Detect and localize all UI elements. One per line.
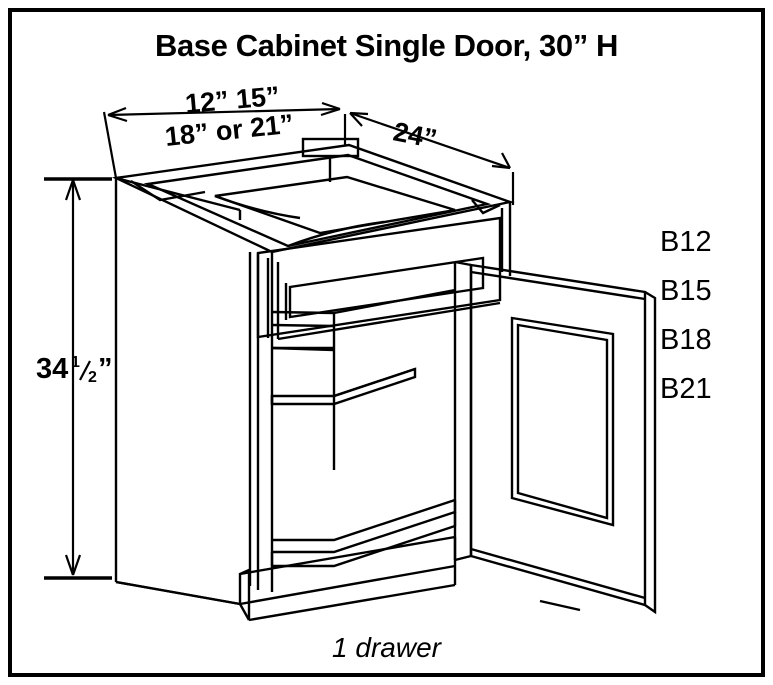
door-edge-thickness — [644, 290, 657, 615]
dim-depth-arrow-left — [349, 111, 369, 127]
dim-depth-arrow-right — [491, 152, 511, 170]
cabinet-door — [469, 263, 657, 615]
dim-width-arrow-right — [320, 101, 341, 117]
interior-shelf — [270, 367, 417, 406]
drawing-caption: 1 drawer — [332, 632, 441, 663]
dim-width-ext-left — [102, 111, 118, 179]
dim-depth-label: 24” — [391, 116, 439, 154]
floor-line-left — [115, 580, 241, 606]
interior-rail-under-drawer-left-2 — [271, 323, 335, 328]
dim-height-label: 34 1 2 ” — [36, 353, 113, 386]
interior-bottom-deck-top — [272, 498, 456, 542]
interior-shelf-top-right — [333, 367, 416, 398]
dim-width-label-2: 18” or 21” — [163, 109, 295, 152]
dim-depth-line — [349, 111, 511, 170]
dimension-width — [102, 101, 347, 179]
door-bottom-inner-line — [470, 547, 646, 600]
interior-bottom-deck-edge — [272, 500, 457, 554]
dimension-height — [44, 177, 112, 580]
cabinet-right-stile-bottom — [454, 554, 472, 562]
drawer-front-face — [256, 216, 502, 339]
interior-left-wall-shelf-guide — [271, 346, 335, 352]
drawer-bottom-edge — [277, 301, 501, 341]
model-code-b18: B18 — [660, 324, 712, 356]
toe-kick-top-front — [239, 564, 456, 606]
dim-height-arrow-top — [64, 179, 82, 201]
model-code-b12: B12 — [660, 226, 712, 258]
interior-rail-under-drawer-left — [271, 310, 335, 315]
door-top-inner-line — [470, 270, 646, 301]
model-code-list: B12 B15 B18 B21 — [660, 228, 760, 404]
door-recessed-panel — [510, 316, 615, 527]
model-code-b15: B15 — [660, 275, 712, 307]
toe-kick — [238, 535, 457, 622]
door-face — [469, 263, 647, 607]
toe-kick-top-back — [239, 535, 456, 576]
drawer-front — [256, 216, 502, 341]
toe-kick-left-return — [238, 568, 251, 604]
dim-height-arrow-bottom — [64, 554, 82, 576]
interior-rail-under-drawer-right — [333, 288, 456, 315]
interior-bottom-deck-front — [272, 524, 456, 568]
drawer-panel-groove — [288, 256, 485, 319]
toe-kick-left-miter — [238, 603, 251, 621]
floor-line-right — [539, 599, 581, 612]
dim-height-numerator: 1 — [71, 354, 80, 371]
dimension-labels: 12” 15” 18” or 21” 24” 34 1 2 ” — [36, 81, 439, 386]
cabinet-body — [111, 137, 515, 606]
dimension-depth — [349, 111, 515, 205]
cabinet-top-bow-rear — [214, 194, 301, 220]
dim-height-denominator: 2 — [88, 369, 97, 386]
dim-height-whole: 34 — [36, 353, 68, 385]
cabinet-top-inner-rim — [143, 153, 492, 248]
door-recessed-panel-inner — [516, 323, 609, 520]
floor-reference-lines — [115, 580, 581, 612]
dim-width-arrow-left — [107, 106, 128, 123]
dim-width-line — [107, 107, 341, 117]
toe-kick-bottom-edge — [248, 583, 456, 622]
cabinet-top-opening — [214, 175, 456, 235]
cabinet-corner-gusset-left — [130, 179, 206, 202]
cabinet-corner-gusset-right — [471, 199, 501, 215]
dim-height-suffix: ” — [98, 353, 113, 385]
dim-height-fraction-bar — [79, 360, 91, 381]
model-code-b21: B21 — [660, 373, 712, 405]
page-title: Base Cabinet Single Door, 30” H — [154, 28, 619, 63]
cabinet-top-bow-front — [287, 220, 385, 248]
